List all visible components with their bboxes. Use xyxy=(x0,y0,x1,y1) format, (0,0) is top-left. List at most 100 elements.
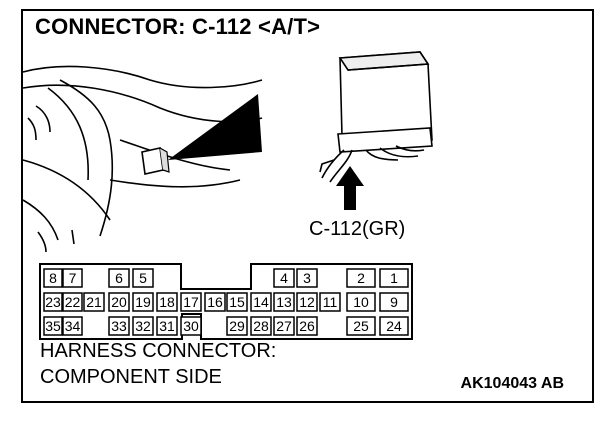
pin-number: 18 xyxy=(159,294,175,310)
harness-caption-line1: HARNESS CONNECTOR: xyxy=(40,340,277,362)
pin-7: 7 xyxy=(62,268,83,288)
pin-number: 10 xyxy=(353,294,369,310)
pin-2: 2 xyxy=(346,268,376,288)
pin-cavity xyxy=(296,268,318,288)
pin-number: 8 xyxy=(49,270,57,286)
pin-25: 25 xyxy=(346,316,376,336)
pin-cavity xyxy=(108,268,130,288)
pin-number: 33 xyxy=(111,318,127,334)
pin-number: 22 xyxy=(65,294,81,310)
pin-10: 10 xyxy=(346,292,376,312)
pin-8: 8 xyxy=(43,268,63,288)
pin-32: 32 xyxy=(132,316,154,336)
pin-cavity xyxy=(273,292,295,312)
pin-12: 12 xyxy=(296,292,318,312)
pin-14: 14 xyxy=(250,292,272,312)
pin-cavity xyxy=(379,316,409,336)
pin-cavity xyxy=(62,268,83,288)
pin-30: 30 xyxy=(180,316,202,336)
pin-cavity xyxy=(43,292,63,312)
pin-number: 31 xyxy=(159,318,175,334)
pin-number: 29 xyxy=(229,318,245,334)
pin-cavity xyxy=(379,268,409,288)
callout-wedge xyxy=(168,94,262,160)
pin-16: 16 xyxy=(204,292,226,312)
pin-cavity xyxy=(156,292,178,312)
pin-cavity xyxy=(273,316,295,336)
pin-cavity xyxy=(132,292,154,312)
pin-18: 18 xyxy=(156,292,178,312)
pin-cavity xyxy=(226,316,248,336)
pin-15: 15 xyxy=(226,292,248,312)
pin-number: 20 xyxy=(111,294,127,310)
pin-number: 30 xyxy=(183,318,199,334)
pin-cavity xyxy=(180,292,202,312)
pin-21: 21 xyxy=(83,292,105,312)
pin-cavity xyxy=(250,316,272,336)
pin-cavity xyxy=(156,316,178,336)
pointer-arrow xyxy=(336,166,364,210)
pin-cavity xyxy=(62,316,83,336)
pin-cavity xyxy=(108,292,130,312)
pin-number: 13 xyxy=(276,294,292,310)
pin-cavity xyxy=(346,316,376,336)
pin-31: 31 xyxy=(156,316,178,336)
pin-number: 3 xyxy=(303,270,311,286)
pin-cavity xyxy=(273,268,295,288)
pin-13: 13 xyxy=(273,292,295,312)
pin-cavity xyxy=(43,268,63,288)
pin-5: 5 xyxy=(132,268,154,288)
pin-number: 26 xyxy=(299,318,315,334)
pin-number: 4 xyxy=(280,270,288,286)
pin-number: 16 xyxy=(207,294,223,310)
pin-cavity xyxy=(346,292,376,312)
pin-23: 23 xyxy=(43,292,63,312)
pin-cavity xyxy=(379,292,409,312)
pin-11: 11 xyxy=(319,292,341,312)
harness-caption-line2: COMPONENT SIDE xyxy=(40,366,222,388)
pin-cavity xyxy=(296,292,318,312)
pin-cavity xyxy=(226,292,248,312)
pin-number: 14 xyxy=(253,294,269,310)
pin-number: 1 xyxy=(390,270,398,286)
pin-29: 29 xyxy=(226,316,248,336)
pin-cavity xyxy=(108,316,130,336)
pin-number: 21 xyxy=(86,294,102,310)
pin-cavity xyxy=(296,316,318,336)
pin-cavity xyxy=(132,316,154,336)
pin-22: 22 xyxy=(62,292,83,312)
pin-number: 11 xyxy=(323,294,338,310)
pin-number: 32 xyxy=(135,318,151,334)
pin-number: 34 xyxy=(65,318,81,334)
pin-number: 19 xyxy=(135,294,151,310)
figure-code: AK104043 AB xyxy=(460,375,564,392)
pin-number: 6 xyxy=(115,270,123,286)
pin-cavity xyxy=(62,292,83,312)
pin-number: 7 xyxy=(69,270,77,286)
pin-number: 9 xyxy=(390,294,398,310)
pin-9: 9 xyxy=(379,292,409,312)
pin-26: 26 xyxy=(296,316,318,336)
pin-cavity xyxy=(83,292,105,312)
diagram-frame xyxy=(21,9,594,403)
pin-17: 17 xyxy=(180,292,202,312)
pin-number: 17 xyxy=(183,294,199,310)
pin-3: 3 xyxy=(296,268,318,288)
pin-24: 24 xyxy=(379,316,409,336)
pin-1: 1 xyxy=(379,268,409,288)
pin-cavity xyxy=(43,316,63,336)
pin-6: 6 xyxy=(108,268,130,288)
pin-cavity xyxy=(132,268,154,288)
connector-label: C-112(GR) xyxy=(309,218,406,240)
pin-number: 25 xyxy=(353,318,369,334)
pin-number: 23 xyxy=(45,294,61,310)
ecu-module xyxy=(319,51,433,183)
pin-35: 35 xyxy=(43,316,63,336)
diagram-title: CONNECTOR: C-112 <A/T> xyxy=(35,14,321,39)
pin-cavity xyxy=(180,316,202,336)
pin-cavity xyxy=(250,292,272,312)
pin-4: 4 xyxy=(273,268,295,288)
pin-20: 20 xyxy=(108,292,130,312)
pin-28: 28 xyxy=(250,316,272,336)
